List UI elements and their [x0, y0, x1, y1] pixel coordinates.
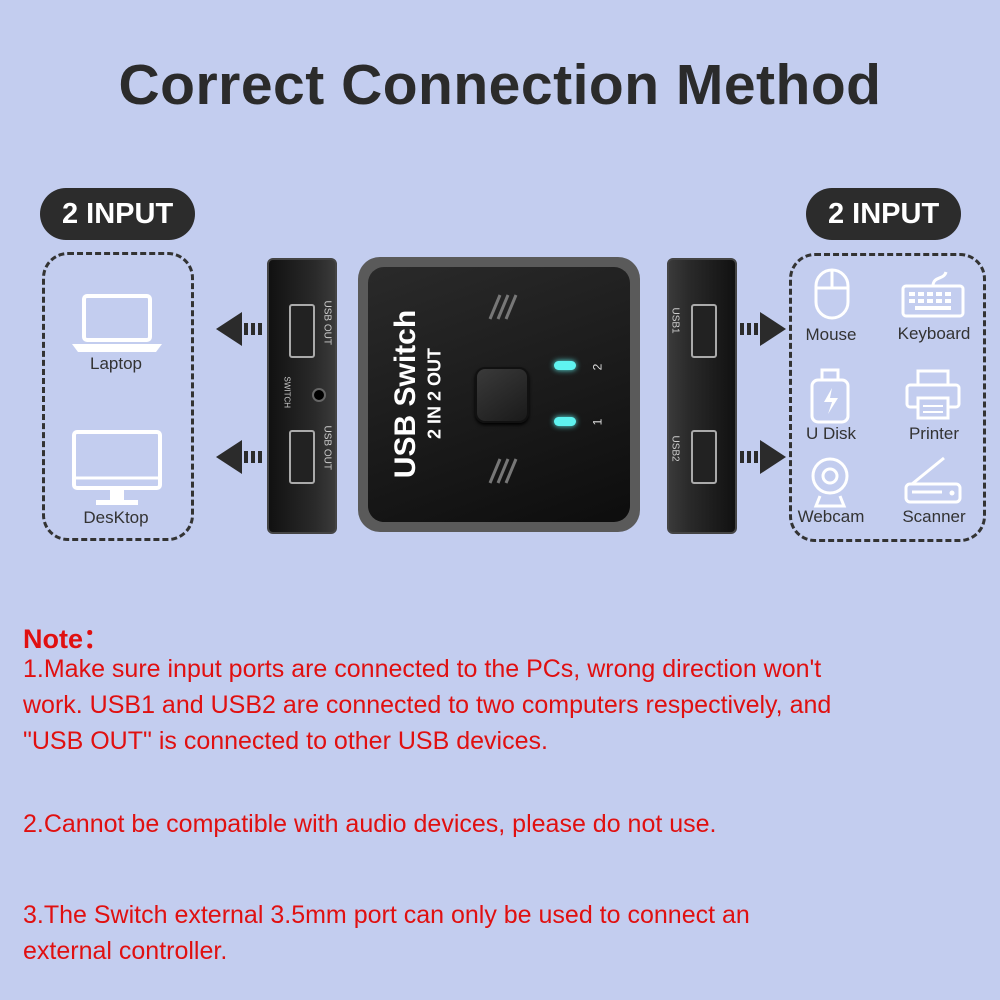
usb-disk-icon	[810, 368, 850, 424]
usb-port	[289, 430, 315, 484]
arrow-left-icon	[216, 312, 262, 346]
led-number-2: 2	[590, 363, 605, 371]
note-item-3: 3.The Switch external 3.5mm port can onl…	[23, 897, 973, 969]
arrow-left-icon	[216, 440, 262, 474]
arrow-right-icon	[740, 312, 786, 346]
page-title: Correct Connection Method	[118, 53, 882, 117]
note-line: 3.The Switch external 3.5mm port can onl…	[23, 901, 750, 929]
device-label-printer: Printer	[908, 424, 960, 443]
left-input-badge: 2 INPUT	[40, 188, 196, 240]
device-top-face: USB Switch 2 IN 2 OUT 2 1	[368, 267, 630, 522]
usb-port	[691, 430, 717, 484]
device-main-label: USB Switch	[389, 309, 422, 479]
port-label-usb-out-bottom: USB OUT	[321, 425, 333, 470]
usb-port	[691, 304, 717, 358]
vent-lines-icon	[488, 458, 518, 484]
scanner-icon	[904, 456, 962, 504]
led-number-1: 1	[590, 418, 605, 426]
usb-switch-device: USB Switch 2 IN 2 OUT 2 1	[358, 257, 640, 532]
note-line: 1.Make sure input ports are connected to…	[23, 655, 822, 683]
led-indicator-2	[554, 361, 576, 370]
desktop-icon	[72, 430, 162, 505]
right-input-badge: 2 INPUT	[806, 188, 962, 240]
audio-jack	[312, 388, 326, 402]
led-indicator-1	[554, 417, 576, 426]
port-label-usb-out-top: USB OUT	[321, 300, 333, 345]
keyboard-icon	[901, 271, 965, 318]
port-label-switch: SWITCH	[282, 376, 292, 409]
note-line: "USB OUT" is connected to other USB devi…	[23, 727, 548, 755]
printer-icon	[905, 369, 961, 420]
left-device-group	[42, 252, 194, 541]
device-label-webcam: Webcam	[797, 507, 865, 526]
device-sub-label: 2 IN 2 OUT	[424, 347, 445, 440]
device-label-mouse: Mouse	[805, 325, 857, 344]
arrow-right-icon	[740, 440, 786, 474]
device-left-side: USB OUT SWITCH USB OUT	[267, 258, 337, 534]
webcam-icon	[811, 457, 849, 508]
port-label-usb1: USB1	[669, 307, 681, 334]
note-line: work. USB1 and USB2 are connected to two…	[23, 691, 832, 719]
note-heading: Note：	[23, 624, 110, 654]
note-item-2: 2.Cannot be compatible with audio device…	[23, 806, 973, 842]
mouse-icon	[814, 268, 850, 320]
port-label-usb2: USB2	[669, 435, 681, 462]
note-line: 2.Cannot be compatible with audio device…	[23, 810, 717, 838]
usb-port	[289, 304, 315, 358]
note-line: external controller.	[23, 937, 228, 965]
device-label-scanner: Scanner	[902, 507, 966, 526]
device-right-side: USB1 USB2	[667, 258, 737, 534]
switch-button[interactable]	[475, 367, 529, 423]
vent-lines-icon	[488, 294, 518, 320]
device-label-desktop: DesKtop	[83, 508, 149, 527]
device-label-laptop: Laptop	[90, 354, 142, 373]
laptop-icon	[72, 294, 162, 352]
note-item-1: 1.Make sure input ports are connected to…	[23, 651, 973, 759]
device-label-udisk: U Disk	[805, 424, 857, 443]
device-label-keyboard: Keyboard	[897, 324, 971, 343]
right-device-group	[789, 253, 986, 542]
